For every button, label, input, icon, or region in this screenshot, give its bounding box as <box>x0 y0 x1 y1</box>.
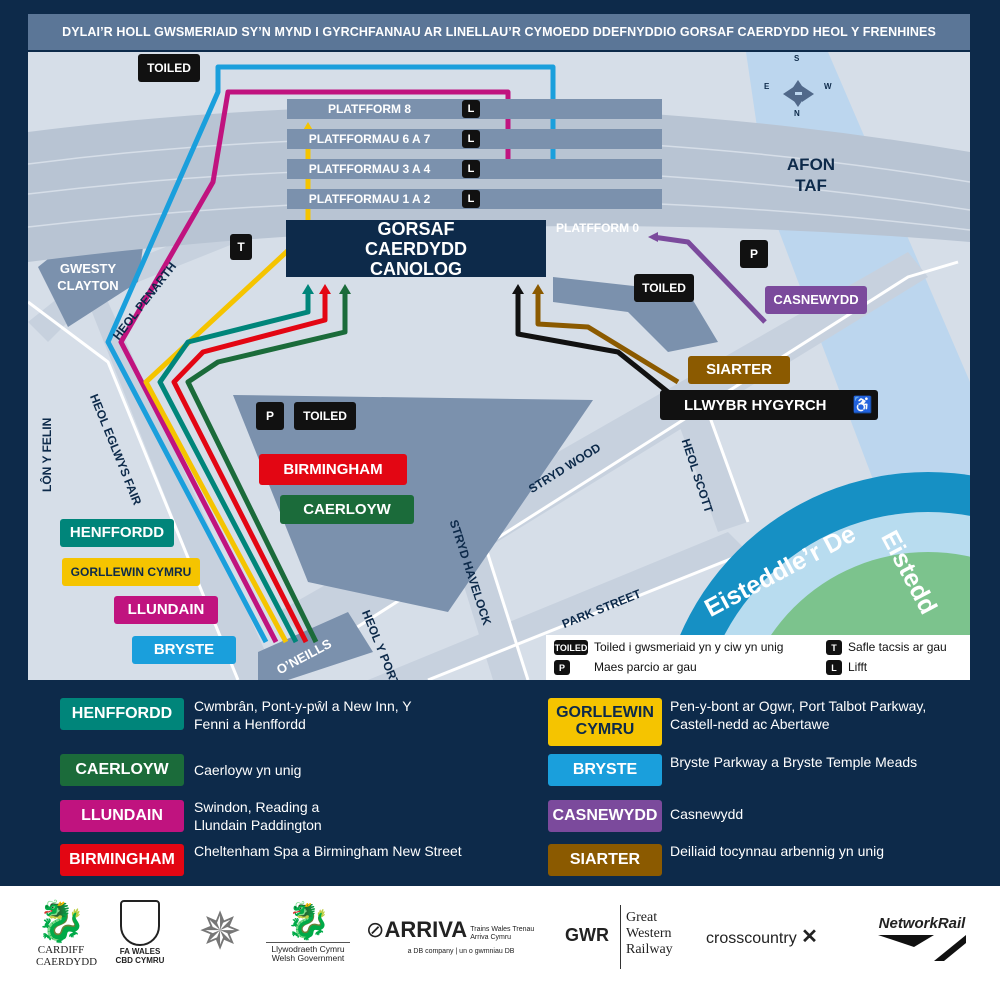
legend-text: Cwmbrân, Pont-y-pŵl a New Inn, Y Fenni a… <box>194 698 412 732</box>
wheelchair-icon: ♿ <box>852 397 873 414</box>
fa-wales-logo: FA WALES CBD CYMRU <box>112 900 168 966</box>
police-logo: ✵ <box>198 903 242 961</box>
accessible-route-label: LLWYBR HYGYRCH ♿ <box>660 390 878 420</box>
legend-bryste: BRYSTE <box>548 754 662 786</box>
lift-icon: L <box>462 190 480 208</box>
compass-w: W <box>824 82 832 91</box>
compass-n: N <box>794 109 800 118</box>
legend-text: Casnewydd <box>670 806 744 822</box>
taxi-icon: T <box>230 234 252 260</box>
route-birmingham <box>171 292 328 644</box>
railway-tracks <box>28 106 970 263</box>
compass-e: E <box>764 82 770 91</box>
welsh-government-logo: 🐉 Llywodraeth Cymru Welsh Government <box>266 900 350 964</box>
lift-icon: L <box>462 130 480 148</box>
queue-caerloyw: CAERLOYW <box>280 495 414 524</box>
legend-text: Deiliaid tocynnau arbennig yn unig <box>670 843 885 859</box>
platform-0: PLATFFORM 0 <box>556 221 640 235</box>
parking-icon: P <box>740 240 768 268</box>
gwr-name: Great Western Railway <box>626 910 673 957</box>
compass-s: S <box>794 54 800 63</box>
road-scott <box>678 412 748 532</box>
accessible-route-text: LLWYBR HYGYRCH <box>684 396 827 414</box>
parking-icon: P <box>256 402 284 430</box>
lift-icon: L <box>462 160 480 178</box>
route-henffordd <box>157 292 311 644</box>
legend-text: Caerloyw yn unig <box>194 762 302 778</box>
oneills-building <box>258 612 373 680</box>
road-park-street <box>368 532 748 680</box>
networkrail-logo: NetworkRail <box>872 915 972 967</box>
legend-llundain: LLUNDAIN <box>60 800 184 832</box>
queue-gorllewin-cymru: GORLLEWIN CYMRU <box>62 558 200 586</box>
station-map: S N E W AFON TAF PLATFFORM 8 PLATFFORMAU… <box>28 52 970 680</box>
map-key: TOILED Toiled i gwsmeriaid yn y ciw yn u… <box>546 635 970 680</box>
route-casnewydd <box>652 234 767 324</box>
key-text: Maes parcio ar gau <box>594 660 697 674</box>
legend-text: Bryste Parkway a Bryste Temple Meads <box>670 754 918 770</box>
road-label: LÔN Y FELIN <box>40 417 54 492</box>
river-label: AFON TAF <box>786 155 836 195</box>
route-siarter <box>535 292 680 385</box>
queue-casnewydd: CASNEWYDD <box>765 286 867 314</box>
legend-casnewydd: CASNEWYDD <box>548 800 662 832</box>
gwr-divider <box>620 905 621 969</box>
legend-henffordd: HENFFORDD <box>60 698 184 730</box>
queue-siarter: SIARTER <box>688 356 790 384</box>
legend-birmingham: BIRMINGHAM <box>60 844 184 876</box>
key-text: Safle tacsis ar gau <box>848 640 947 654</box>
compass-icon <box>783 80 814 107</box>
arriva-logo: ⊘ARRIVA Trains Wales Trenau Arriva Cymru… <box>366 917 535 956</box>
station-building: GORSAF CAERDYDD CANOLOG <box>286 219 546 279</box>
cardiff-logo: 🐉 CARDIFF CAERDYDD <box>36 900 98 969</box>
route-caerloyw <box>185 292 348 644</box>
legend-siarter: SIARTER <box>548 844 662 876</box>
legend-text: Swindon, Reading a Llundain Paddington <box>194 799 322 833</box>
legend-caerloyw: CAERLOYW <box>60 754 184 786</box>
key-text: Lifft <box>848 660 868 674</box>
legend-gorllewin-cymru: GORLLEWIN CYMRU <box>548 698 662 746</box>
toilet-icon: TOILED <box>138 54 200 82</box>
map-frame: DYLAI’R HOLL GWSMERIAID SY’N MYND I GYRC… <box>0 0 1000 886</box>
queue-henffordd: HENFFORDD <box>60 519 174 547</box>
route-accessible <box>515 292 670 394</box>
lift-icon: L <box>462 100 480 118</box>
crosscountry-logo: crosscountry ✕ <box>706 926 818 948</box>
legend-text: Pen-y-bont ar Ogwr, Port Talbot Parkway,… <box>670 698 927 732</box>
queue-llundain: LLUNDAIN <box>114 596 218 624</box>
toilet-icon: TOILED <box>294 402 356 430</box>
key-text: Toiled i gwsmeriaid yn y ciw yn unig <box>594 640 784 654</box>
queue-birmingham: BIRMINGHAM <box>259 454 407 485</box>
queue-bryste: BRYSTE <box>132 636 236 664</box>
toilet-key-icon: TOILED <box>554 640 588 655</box>
taxi-key-icon: T <box>826 640 842 655</box>
route-gorllewin <box>143 132 311 644</box>
toilet-icon: TOILED <box>634 274 694 302</box>
gwr-logo: GWR <box>565 925 609 945</box>
header-notice: DYLAI’R HOLL GWSMERIAID SY’N MYND I GYRC… <box>28 14 970 50</box>
parking-key-icon: P <box>554 660 570 675</box>
legend-text: Cheltenham Spa a Birmingham New Street <box>194 843 462 859</box>
lift-key-icon: L <box>826 660 842 675</box>
hotel-label: GWESTY CLAYTON <box>57 261 119 293</box>
